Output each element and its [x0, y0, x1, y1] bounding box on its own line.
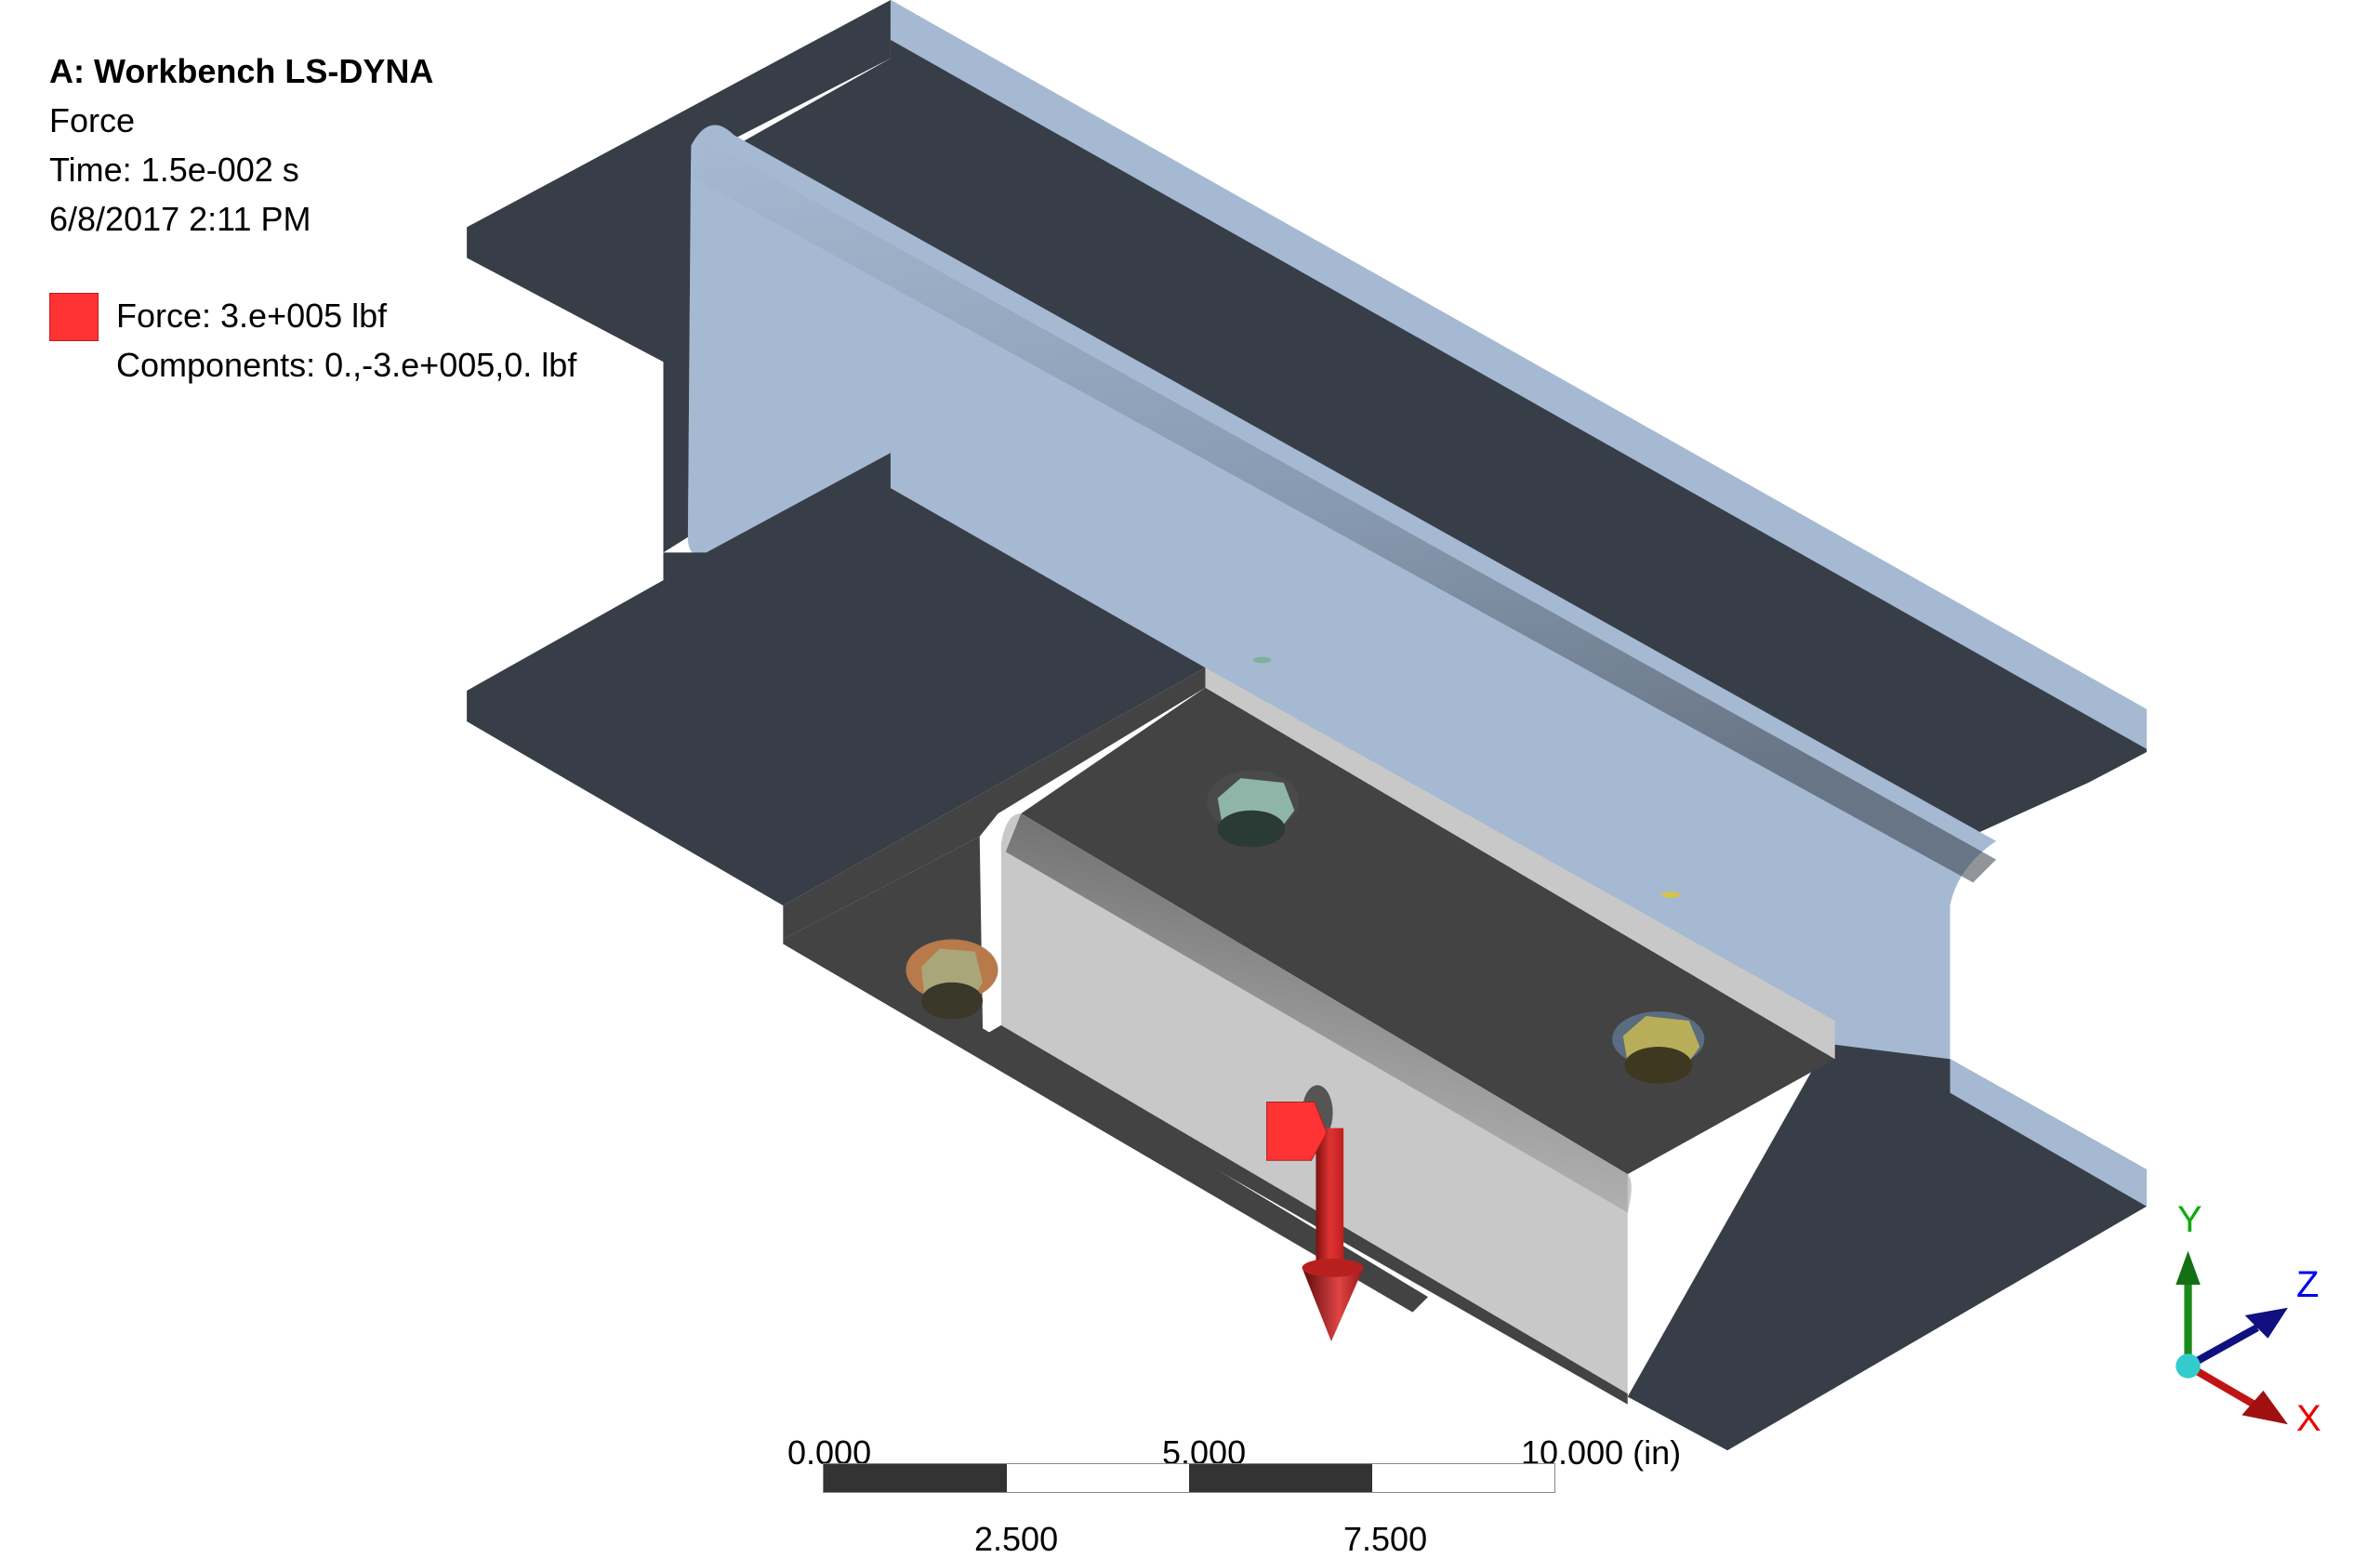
legend-components: Components: 0.,-3.e+005,0. lbf — [116, 346, 577, 384]
object-name: Force — [49, 101, 136, 139]
plate-bottom-lip — [983, 1024, 1628, 1405]
beam-web — [687, 125, 2147, 1207]
beam-web-left-face — [663, 145, 692, 553]
scale-seg-4 — [1371, 1464, 1554, 1492]
beam-upper-flange-edge — [890, 0, 2147, 749]
scale-label-2-5: 2.500 — [974, 1520, 1059, 1558]
force-marker — [1266, 1101, 1328, 1161]
force-arrow[interactable] — [1266, 1085, 1364, 1342]
beam-lower-flange-right-edge — [1950, 1059, 2147, 1207]
marker-green — [1252, 656, 1272, 664]
bolt-right[interactable] — [1612, 1011, 1705, 1084]
date-time: 6/8/2017 2:11 PM — [49, 200, 311, 238]
legend-force-value: Force: 3.e+005 lbf — [116, 297, 388, 335]
scale-seg-1 — [824, 1464, 1007, 1492]
plate-top-light-strip — [1205, 667, 1835, 1060]
plate-front-fillet-shade — [1005, 813, 1628, 1213]
beam-upper-flange-left — [467, 0, 891, 369]
beam-upper-flange-top — [721, 0, 2147, 860]
plate-left-flange-top — [783, 667, 1206, 940]
time-value: Time: 1.5e-002 s — [49, 151, 299, 189]
scale-seg-3 — [1189, 1464, 1372, 1492]
scale-label-7-5: 7.500 — [1343, 1520, 1428, 1558]
triad-y-label: Y — [2177, 1199, 2202, 1240]
triad-z-label: Z — [2296, 1264, 2320, 1305]
scale-bar — [823, 1463, 1555, 1493]
legend-color-swatch — [49, 293, 99, 341]
system-title: A: Workbench LS-DYNA — [49, 52, 434, 90]
coordinate-triad[interactable] — [2175, 1250, 2288, 1425]
triad-x-label: X — [2296, 1398, 2321, 1439]
beam-web-fillet-shade — [691, 140, 1997, 883]
beam-lower-flange-right — [1627, 1043, 2147, 1451]
annotation-block: A: Workbench LS-DYNA Force Time: 1.5e-00… — [49, 46, 433, 244]
bolt-left[interactable] — [906, 939, 998, 1020]
scale-seg-2 — [1006, 1464, 1189, 1492]
marker-yellow — [1661, 891, 1680, 898]
beam-lower-flange-left — [467, 453, 1206, 906]
bolt-middle[interactable] — [1207, 770, 1300, 848]
